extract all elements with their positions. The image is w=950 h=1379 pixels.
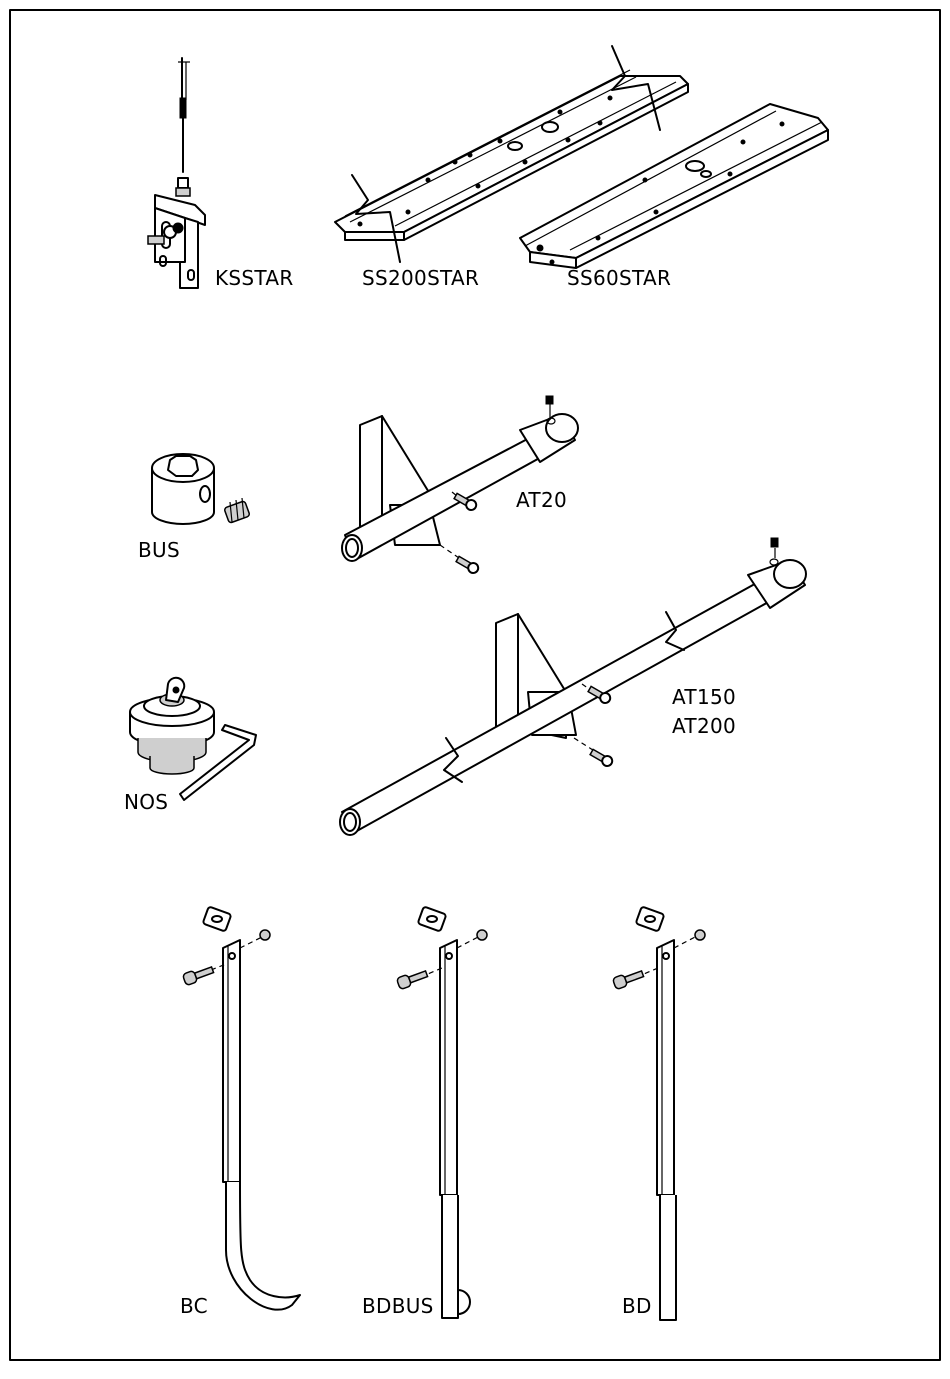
at150-label: AT150 bbox=[672, 687, 736, 707]
bd-label: BD bbox=[622, 1296, 652, 1316]
bc-part bbox=[182, 906, 300, 1309]
ksstar-label: KSSTAR bbox=[215, 268, 294, 288]
at20-part bbox=[342, 396, 578, 575]
bus-label: BUS bbox=[138, 540, 180, 560]
at200-label: AT200 bbox=[672, 716, 736, 736]
bus-part bbox=[152, 454, 250, 524]
ksstar-part bbox=[148, 58, 205, 288]
ss200star-label: SS200STAR bbox=[362, 268, 479, 288]
at20-label: AT20 bbox=[516, 490, 567, 510]
at150-at200-part bbox=[340, 538, 806, 835]
bdbus-part bbox=[396, 906, 487, 1318]
bd-part bbox=[612, 906, 705, 1320]
sheet-border bbox=[10, 10, 940, 1360]
bc-label: BC bbox=[180, 1296, 208, 1316]
nos-part bbox=[130, 678, 256, 800]
ss60star-label: SS60STAR bbox=[567, 268, 671, 288]
nos-label: NOS bbox=[124, 792, 168, 812]
bdbus-label: BDBUS bbox=[362, 1296, 434, 1316]
